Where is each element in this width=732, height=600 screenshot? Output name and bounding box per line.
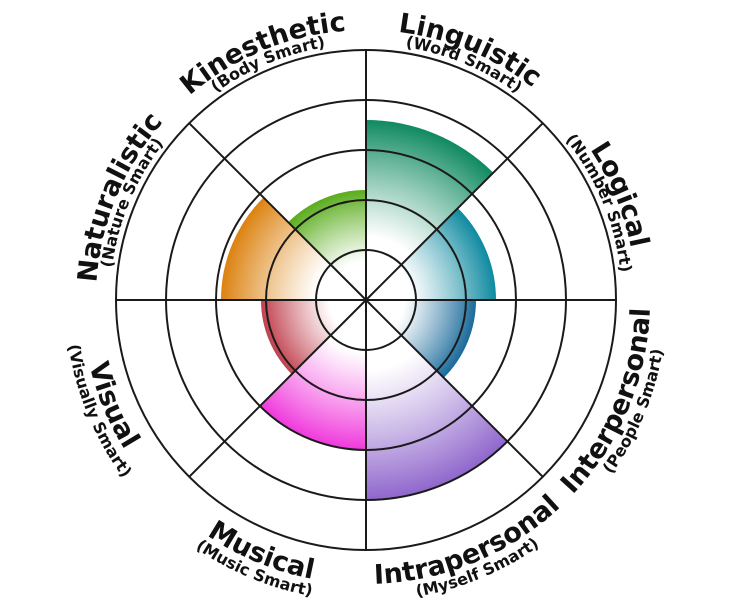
segments-layer — [221, 120, 508, 500]
segment-kinesthetic — [288, 190, 366, 300]
segment-linguistic — [366, 120, 494, 300]
segment-naturalistic — [221, 197, 366, 300]
segment-interpersonal — [366, 300, 476, 378]
grid-layer — [115, 49, 617, 551]
grid-spoke — [365, 122, 544, 301]
grid-spoke — [365, 299, 544, 478]
grid-spoke — [188, 299, 367, 478]
segment-musical — [259, 300, 366, 450]
segment-visual — [261, 300, 366, 375]
grid-spoke — [188, 122, 367, 301]
segment-intrapersonal — [366, 300, 508, 500]
